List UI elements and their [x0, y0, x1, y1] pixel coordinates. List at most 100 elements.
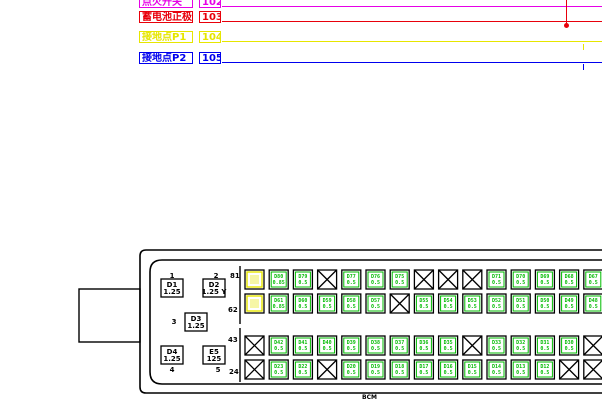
pin-wire-size: 0.5: [589, 304, 598, 310]
pin-cavity: [244, 293, 265, 314]
pin-wire-size: 0.5: [347, 280, 356, 286]
large-terminal-size: 1.25 Y: [202, 288, 228, 296]
empty-cavity: [244, 335, 265, 356]
pin-code: D49: [565, 298, 574, 304]
pin-wire-size: 0.5: [298, 370, 307, 376]
pin-cavity: [244, 269, 265, 290]
pin-wire-size: 0.5: [274, 346, 283, 352]
pin-wire-size: 0.5: [347, 370, 356, 376]
pin-code: D69: [540, 274, 549, 280]
pin-code: D35: [444, 340, 453, 346]
legend-code-3: 105: [199, 52, 221, 64]
pin-code: D57: [371, 298, 380, 304]
pin-code: D77: [347, 274, 356, 280]
pin-code: D16: [444, 364, 453, 370]
pin-code: D42: [274, 340, 283, 346]
pin-code: D20: [347, 364, 356, 370]
pin-wire-size: 0.5: [444, 346, 453, 352]
pin-wire-size: 0.5: [274, 370, 283, 376]
empty-cavity: [244, 359, 265, 380]
large-terminal-size: 1.25: [187, 322, 204, 330]
pin-code: D51: [516, 298, 525, 304]
legend-wire-3: [222, 62, 602, 63]
row-pin-number: 62: [228, 306, 238, 314]
pin-wire-size: 0.5: [395, 370, 404, 376]
large-terminal-code: D1: [167, 281, 178, 289]
pin-code: D19: [371, 364, 380, 370]
connector-caption: BCM: [362, 394, 377, 401]
pin-code: D18: [395, 364, 404, 370]
pin-wire-size: 0.5: [468, 370, 477, 376]
pin-wire-size: 0.5: [468, 304, 477, 310]
pin-code: D55: [419, 298, 428, 304]
pin-wire-size: 0.5: [419, 304, 428, 310]
large-terminal-pin-number: 1: [170, 272, 175, 280]
pin-wire-size: 0.5: [444, 304, 453, 310]
legend-label-3: 接地点P2: [139, 52, 193, 64]
pin-code: D80: [274, 274, 283, 280]
pin-wire-size: 0.5: [516, 346, 525, 352]
empty-cavity: [583, 359, 602, 380]
pin-wire-size: 0.5: [347, 346, 356, 352]
pin-wire-size: 0.85: [273, 304, 285, 310]
pin-wire-size: 0.5: [444, 370, 453, 376]
pin-code: D15: [468, 364, 477, 370]
pin-code: D38: [371, 340, 380, 346]
pin-wire-size: 0.5: [298, 346, 307, 352]
legend-label-2: 接地点P1: [139, 31, 193, 43]
large-terminal-4: [160, 345, 184, 365]
empty-cavity: [558, 359, 580, 380]
pin-wire-size: 0.5: [347, 304, 356, 310]
pin-wire-size: 0.85: [273, 280, 285, 286]
pin-code: D67: [589, 274, 598, 280]
large-terminal-code: D3: [191, 315, 202, 323]
pin-wire-size: 0.5: [323, 346, 332, 352]
pin-code: D23: [274, 364, 283, 370]
large-terminal-1: [160, 278, 184, 298]
large-terminal-5: [202, 345, 226, 365]
pin-wire-size: 0.5: [565, 346, 574, 352]
pin-code: D13: [516, 364, 525, 370]
pin-code: D22: [298, 364, 307, 370]
wire-tick: [583, 64, 584, 70]
large-terminal-size: 1.25: [163, 355, 180, 363]
pin-wire-size: 0.5: [371, 304, 380, 310]
row-pin-number: 24: [229, 368, 239, 376]
pin-code: D33: [492, 340, 501, 346]
pin-code: D60: [298, 298, 307, 304]
pin-code: D50: [540, 298, 549, 304]
pin-wire-size: 0.5: [540, 370, 549, 376]
connector-housing-inner: [149, 259, 602, 385]
pin-code: D31: [540, 340, 549, 346]
pin-code: D41: [298, 340, 307, 346]
pin-wire-size: 0.5: [323, 304, 332, 310]
pin-wire-size: 0.5: [492, 370, 501, 376]
pin-wire-size: 0.5: [565, 304, 574, 310]
empty-cavity: [413, 269, 435, 290]
empty-cavity: [316, 269, 338, 290]
large-terminal-pin-number: 4: [170, 366, 175, 374]
